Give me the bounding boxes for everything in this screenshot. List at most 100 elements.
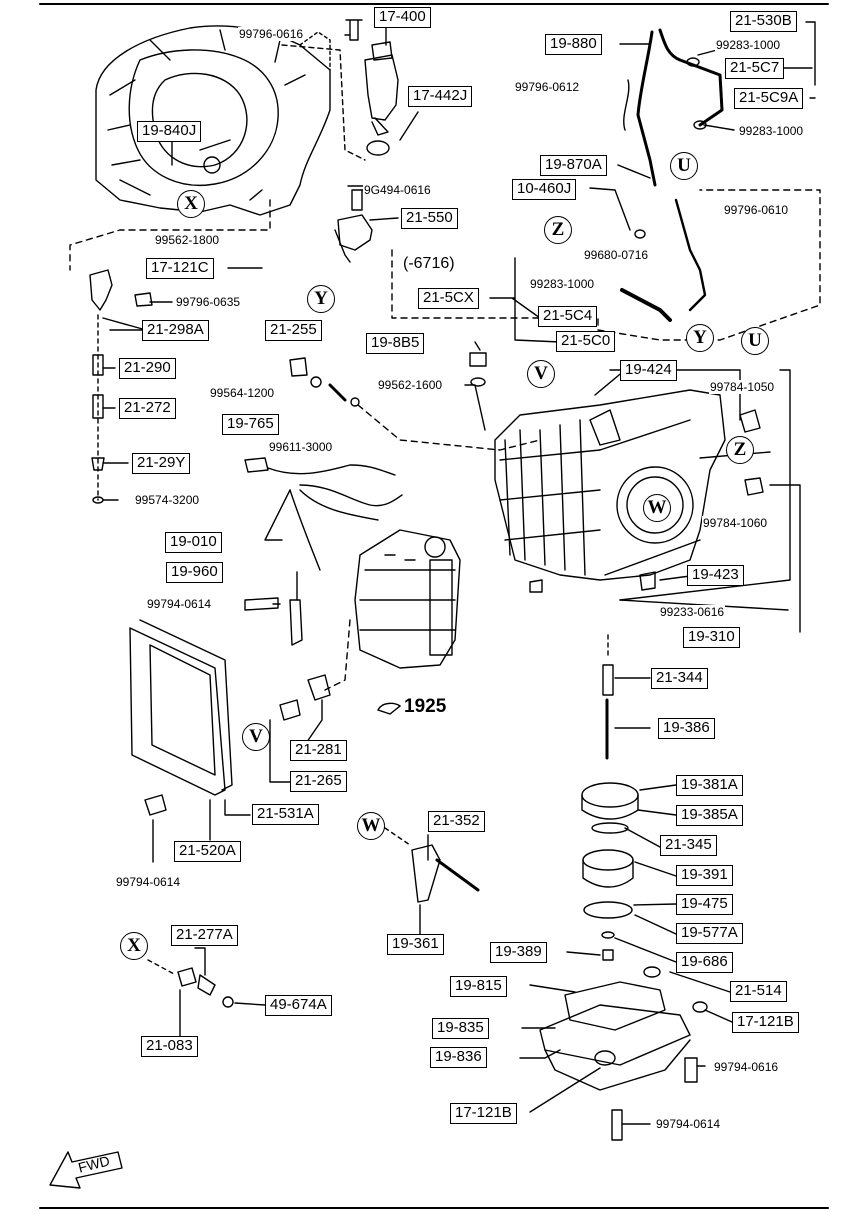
partno-99611-3000: 99611-3000 [268, 440, 334, 454]
valve-body-illustration [354, 529, 461, 669]
callout-21-281: 21-281 [290, 740, 347, 761]
callout-21-550: 21-550 [401, 208, 458, 229]
partno-99784-1050: 99784-1050 [709, 380, 776, 394]
callout-21-345: 21-345 [660, 835, 717, 856]
forward-arrow-outline [49, 1151, 123, 1189]
variant-note: (-6716) [403, 255, 455, 272]
callout-17-121b-bottom: 17-121B [450, 1103, 517, 1124]
transaxle-case-illustration [95, 25, 331, 216]
transmission-case-illustration [494, 389, 764, 593]
callout-19-880: 19-880 [545, 34, 602, 55]
callout-19-423: 19-423 [687, 565, 744, 586]
callout-19-389: 19-389 [490, 942, 547, 963]
callout-21-5c0: 21-5C0 [556, 331, 616, 352]
callout-19-310: 19-310 [683, 627, 740, 648]
ref-marker-u: U [670, 152, 698, 180]
callout-10-460j: 10-460J [512, 179, 577, 200]
callout-19-475: 19-475 [676, 894, 733, 915]
partno-99794-0616: 99794-0616 [713, 1060, 780, 1074]
callout-21-265: 21-265 [290, 771, 347, 792]
side-cover-illustration [129, 619, 233, 816]
callout-19-424: 19-424 [620, 360, 677, 381]
partno-99794-0614: 99794-0614 [655, 1117, 722, 1131]
callout-49-674a: 49-674A [265, 995, 332, 1016]
callout-21-5c4: 21-5C4 [538, 306, 598, 327]
partno-99574-3200: 99574-3200 [134, 493, 201, 507]
callout-21-344: 21-344 [651, 668, 708, 689]
oil-pipes-illustration [620, 28, 724, 322]
partno-99796-0635: 99796-0635 [175, 295, 242, 309]
callout-19-361: 19-361 [387, 934, 444, 955]
oil-pan-illustration [539, 966, 708, 1141]
callout-19-686: 19-686 [676, 952, 733, 973]
callout-21-298a: 21-298A [142, 320, 209, 341]
partno-99796-0616: 99796-0616 [238, 27, 305, 41]
callout-21-352: 21-352 [428, 811, 485, 832]
callout-21-530b: 21-530B [730, 11, 797, 32]
ref-marker-y: Y [307, 285, 335, 313]
left-fittings-illustration [89, 269, 153, 504]
partno-99796-0610: 99796-0610 [723, 203, 790, 217]
callout-17-121b-right: 17-121B [732, 1012, 799, 1033]
partno-99562-1800: 99562-1800 [154, 233, 221, 247]
callout-21-290: 21-290 [119, 358, 176, 379]
callout-21-5cx: 21-5CX [418, 288, 479, 309]
callout-21-520a: 21-520A [174, 841, 241, 862]
ref-marker-w: W [357, 812, 385, 840]
callout-21-5c9a: 21-5C9A [734, 88, 804, 109]
partno-99796-0612: 99796-0612 [514, 80, 581, 94]
callout-19-836: 19-836 [430, 1047, 487, 1068]
ref-marker-w: W [643, 494, 671, 522]
callout-21-083: 21-083 [141, 1036, 198, 1057]
assembly-ref-1925: 1925 [404, 696, 447, 717]
callout-21-29y: 21-29Y [132, 453, 191, 474]
callout-21-277a: 21-277A [171, 925, 238, 946]
callout-19-386: 19-386 [658, 718, 715, 739]
callout-19-870a: 19-870A [540, 155, 607, 176]
callout-17-400: 17-400 [374, 7, 431, 28]
callout-21-272: 21-272 [119, 398, 176, 419]
callout-19-840j: 19-840J [137, 121, 202, 142]
partno-99784-1060: 99784-1060 [702, 516, 769, 530]
callout-17-121c: 17-121C [146, 258, 214, 279]
manual-lever-illustration [384, 827, 480, 903]
callout-17-442j: 17-442J [408, 86, 473, 107]
callout-19-815: 19-815 [450, 976, 507, 997]
partno-99283-1000: 99283-1000 [715, 38, 782, 52]
wiring-harness-illustration [244, 457, 403, 571]
callout-19-010: 19-010 [165, 532, 222, 553]
partno-99794-0614: 99794-0614 [115, 875, 182, 889]
ref-marker-u: U [741, 327, 769, 355]
ref-marker-v: V [527, 360, 555, 388]
callout-21-255: 21-255 [265, 320, 322, 341]
partno-99283-1000: 99283-1000 [738, 124, 805, 138]
ref-marker-z: Z [544, 216, 572, 244]
callout-19-835: 19-835 [432, 1018, 489, 1039]
partno-99680-0716: 99680-0716 [583, 248, 650, 262]
callout-19-391: 19-391 [676, 865, 733, 886]
callout-19-960: 19-960 [166, 562, 223, 583]
callout-19-385a: 19-385A [676, 805, 743, 826]
callout-21-5c7: 21-5C7 [725, 58, 785, 79]
callout-19-8b5: 19-8B5 [366, 333, 425, 354]
partno-99564-1200: 99564-1200 [209, 386, 276, 400]
callout-19-381a: 19-381A [676, 775, 743, 796]
partno-99233-0616: 99233-0616 [659, 605, 726, 619]
sensor-21-550-illustration [334, 185, 373, 263]
callout-19-577a: 19-577A [676, 923, 743, 944]
ref-marker-z: Z [726, 436, 754, 464]
partno-9g494-0616: 9G494-0616 [363, 183, 432, 197]
partno-99794-0614: 99794-0614 [146, 597, 213, 611]
partno-99562-1600: 99562-1600 [377, 378, 444, 392]
ref-marker-v: V [242, 723, 270, 751]
ref-marker-x: X [120, 932, 148, 960]
sensor-17-400-illustration [281, 19, 399, 161]
callout-21-514: 21-514 [730, 981, 787, 1002]
ref-marker-x: X [177, 190, 205, 218]
partno-99283-1000: 99283-1000 [529, 277, 596, 291]
small-parts-middle [289, 352, 541, 451]
accumulator-stack-illustration [581, 634, 639, 961]
callout-19-765: 19-765 [222, 414, 279, 435]
ref-marker-y: Y [686, 324, 714, 352]
